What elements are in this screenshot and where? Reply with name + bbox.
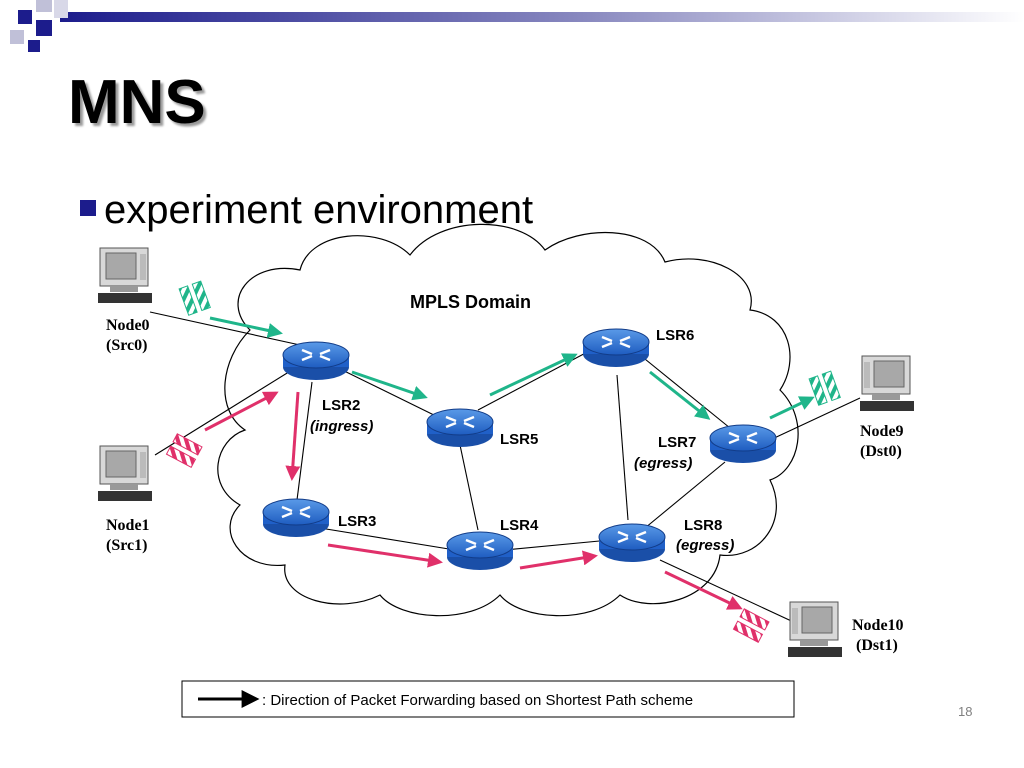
domain-label: MPLS Domain	[410, 292, 531, 312]
bullet-text: experiment environment	[104, 188, 534, 232]
link-node0-lsr2	[149, 311, 301, 346]
node-sub: (Src1)	[106, 537, 147, 554]
flow0-arrow	[769, 396, 815, 420]
legend-box: : Direction of Packet Forwarding based o…	[181, 680, 795, 718]
header-square	[36, 0, 52, 12]
router-role: (ingress)	[310, 418, 373, 435]
link-lsr7-node9	[769, 397, 861, 441]
router-label: LSR7	[658, 434, 696, 451]
legend-text: : Direction of Packet Forwarding based o…	[262, 692, 693, 709]
header-square	[54, 0, 68, 18]
link-lsr5-lsr4	[459, 444, 479, 531]
computer-node1-icon	[98, 445, 152, 501]
router-lsr7	[709, 424, 777, 463]
router-role: (egress)	[676, 537, 734, 554]
traffic-bars-src0	[178, 280, 211, 316]
header-square	[18, 10, 32, 24]
router-label: LSR4	[500, 517, 539, 534]
flow1-arrow	[664, 570, 743, 610]
link-lsr4-lsr8	[504, 539, 611, 551]
link-lsr2-lsr5	[331, 364, 441, 419]
mpls-cloud	[217, 223, 799, 617]
node-label: Node10	[852, 617, 904, 634]
computer-node10-icon	[788, 601, 842, 657]
router-label: LSR6	[656, 327, 694, 344]
router-lsr3	[262, 498, 330, 537]
header-square	[10, 30, 24, 44]
traffic-bars-dst0	[808, 370, 841, 406]
router-role: (egress)	[634, 455, 692, 472]
flow1-arrow	[519, 550, 598, 570]
flow0-arrows	[209, 316, 815, 420]
flow1-arrows	[204, 391, 743, 610]
flow0-arrow	[649, 370, 711, 420]
link-lsr8-node10	[659, 559, 801, 626]
router-lsr8	[598, 523, 666, 562]
traffic-bars-dst1	[732, 608, 770, 643]
header-bar	[60, 12, 1024, 22]
computer-node9-icon	[860, 355, 914, 411]
link-lsr6-lsr7	[639, 354, 731, 429]
slide-title: MNS	[68, 68, 206, 137]
node-sub: (Src0)	[106, 337, 147, 354]
router-label: LSR8	[684, 517, 722, 534]
router-label: LSR5	[500, 431, 538, 448]
traffic-bars-src1	[165, 433, 203, 468]
flow0-arrow	[209, 316, 283, 338]
router-lsr2	[282, 341, 350, 380]
bullet-square-icon	[80, 200, 96, 217]
page-number: 18	[958, 704, 973, 719]
link-lsr6-lsr8	[616, 374, 629, 521]
node-sub: (Dst1)	[856, 637, 898, 654]
node-label: Node9	[860, 423, 904, 440]
computer-node0-icon	[98, 247, 152, 303]
flow0-arrow	[351, 370, 428, 401]
router-lsr4	[446, 531, 514, 570]
link-lsr8-lsr7	[644, 461, 726, 529]
router-label: LSR2	[322, 397, 360, 414]
router-lsr5	[426, 408, 494, 447]
router-label: LSR3	[338, 513, 376, 530]
bullet-item: experiment environment	[80, 190, 533, 230]
router-lsr6	[582, 328, 650, 367]
header-square	[28, 40, 40, 52]
header-decoration	[10, 0, 1024, 52]
flow1-arrow	[327, 543, 443, 568]
node-label: Node0	[106, 317, 150, 334]
flow1-arrow	[204, 391, 279, 432]
header-square	[36, 20, 52, 36]
node-label: Node1	[106, 517, 150, 534]
link-lsr3-lsr4	[319, 527, 456, 551]
flow0-arrow	[489, 353, 578, 397]
node-sub: (Dst0)	[860, 443, 902, 460]
flow1-arrow	[285, 391, 301, 481]
